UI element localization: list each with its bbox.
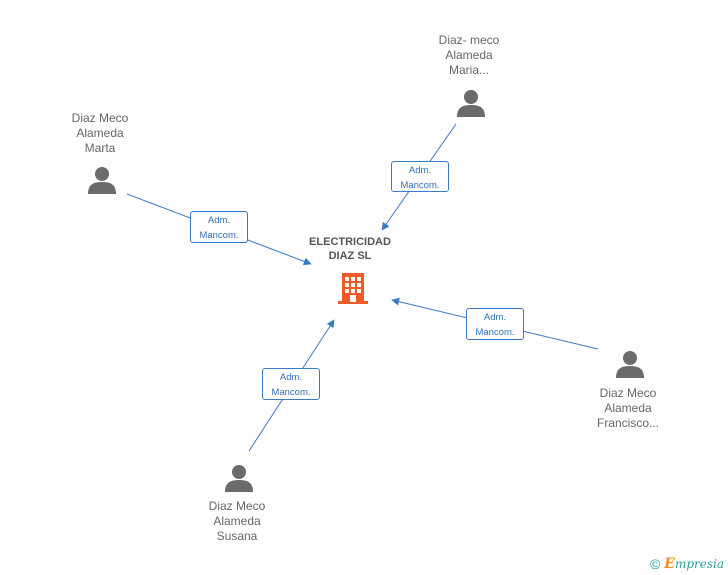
person-susana-label[interactable]: Diaz Meco Alameda Susana <box>177 499 297 544</box>
person-name-line: Diaz- meco <box>438 33 500 47</box>
copyright-symbol: © <box>649 556 661 572</box>
relation-role: Adm. <box>408 165 432 176</box>
person-name-line: Alameda <box>213 514 261 528</box>
person-marta-label[interactable]: Diaz Meco Alameda Marta <box>40 111 160 156</box>
relation-type: Mancom. <box>400 180 440 191</box>
relation-type: Mancom. <box>199 230 239 241</box>
relation-label-maria[interactable]: Adm. Mancom. <box>391 161 449 192</box>
empresia-watermark: © Empresia <box>650 556 724 572</box>
person-name-line: Marta <box>84 141 116 155</box>
person-name-line: Francisco... <box>596 416 659 430</box>
person-name-line: Susana <box>216 529 258 543</box>
person-name-line: Diaz Meco <box>599 386 657 400</box>
relation-role: Adm. <box>207 215 231 226</box>
person-name-line: Alameda <box>76 126 124 140</box>
person-francisco-label[interactable]: Diaz Meco Alameda Francisco... <box>568 386 688 431</box>
company-name[interactable]: ELECTRICIDAD DIAZ SL <box>290 235 410 263</box>
relation-label-susana[interactable]: Adm. Mancom. <box>262 368 320 400</box>
relation-role: Adm. <box>279 372 303 383</box>
person-icon[interactable] <box>614 348 646 380</box>
person-maria-label[interactable]: Diaz- meco Alameda Maria... <box>409 33 529 78</box>
person-name-line: Alameda <box>604 401 652 415</box>
company-name-line1: ELECTRICIDAD <box>309 236 391 248</box>
person-name-line: Diaz Meco <box>71 111 129 125</box>
person-icon[interactable] <box>455 87 487 119</box>
relation-role: Adm. <box>483 312 507 323</box>
relation-type: Mancom. <box>271 387 311 398</box>
person-name-line: Maria... <box>448 63 489 77</box>
building-icon[interactable] <box>336 271 370 305</box>
person-icon[interactable] <box>86 164 118 196</box>
person-name-line: Diaz Meco <box>208 499 266 513</box>
relation-label-marta[interactable]: Adm. Mancom. <box>190 211 248 243</box>
relation-type: Mancom. <box>475 327 515 338</box>
empresia-logo: Empresia <box>664 556 724 572</box>
company-name-line2: DIAZ SL <box>328 250 372 262</box>
person-name-line: Alameda <box>445 48 493 62</box>
relation-label-francisco[interactable]: Adm. Mancom. <box>466 308 524 340</box>
person-icon[interactable] <box>223 462 255 494</box>
